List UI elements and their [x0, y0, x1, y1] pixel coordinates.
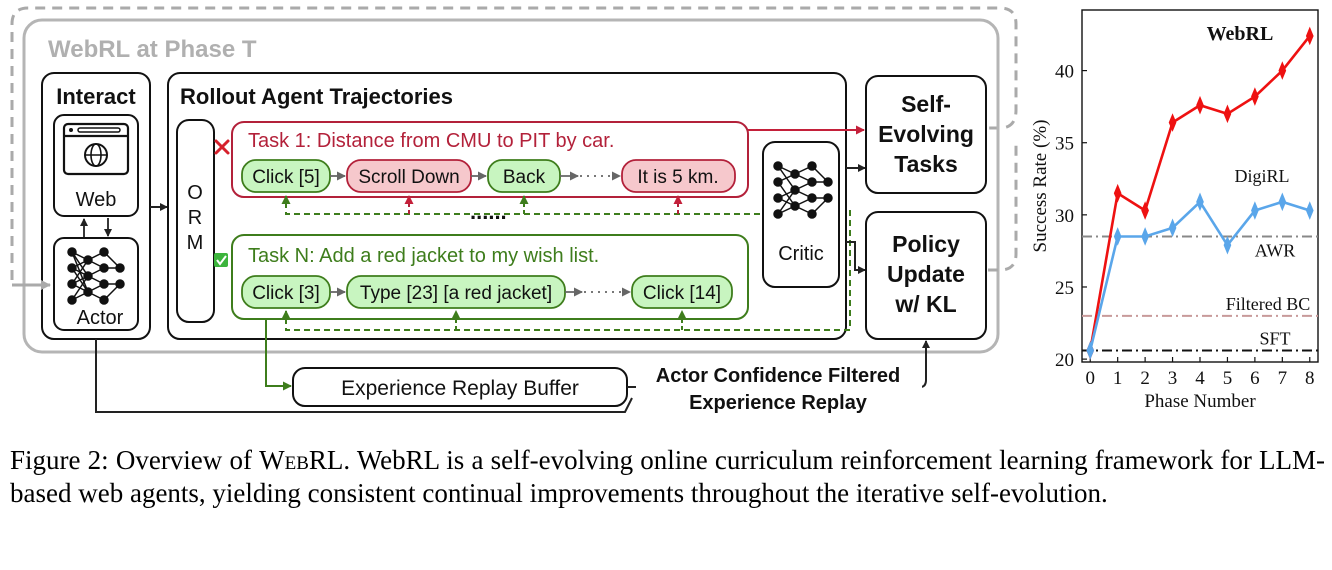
- data-point: [1141, 227, 1149, 246]
- orm-letter-r: R: [188, 207, 202, 229]
- rollout-to-policy-arrow: [846, 241, 866, 274]
- actor-to-replay-line: [95, 339, 633, 413]
- actor-label: Actor: [77, 307, 124, 329]
- policy-update-line-3: w/ KL: [894, 291, 956, 317]
- replay-caption-bg: [636, 363, 922, 413]
- y-axis-label: Success Rate (%): [1030, 120, 1051, 253]
- task1-step-4: [621, 159, 736, 193]
- rollout-title: Rollout Agent Trajectories: [180, 84, 453, 109]
- taskN-step-3: [631, 275, 733, 309]
- self-evolving-line-2: Evolving: [878, 121, 974, 147]
- x-tick-label: 2: [1140, 368, 1150, 389]
- self-evolving-box: [865, 75, 987, 194]
- x-axis-label: Phase Number: [1144, 391, 1256, 412]
- x-tick-label: 0: [1085, 368, 1095, 389]
- data-point: [1086, 341, 1095, 360]
- web-label: Web: [76, 189, 117, 211]
- data-point: [1113, 227, 1122, 246]
- taskN-title: Task N: Add a red jacket to my wish list…: [248, 245, 599, 267]
- data-point: [1278, 61, 1287, 80]
- success-check-icon: [214, 253, 228, 267]
- series-label-webrl: WebRL: [1207, 23, 1274, 45]
- y-tick-label: 25: [1055, 278, 1074, 299]
- taskN-step-2-label: Type [23] [a red jacket]: [360, 283, 552, 304]
- orm-letter-o: O: [187, 182, 203, 204]
- interact-title: Interact: [56, 84, 136, 109]
- data-point: [1141, 201, 1149, 220]
- taskN-to-replay-arrow: [265, 319, 292, 391]
- task1-step-4-label: It is 5 km.: [637, 167, 718, 188]
- reference-line-label: SFT: [1259, 328, 1290, 348]
- critic-network-icon: [773, 161, 833, 219]
- critic-label: Critic: [778, 243, 824, 265]
- browser-icon: [62, 122, 130, 176]
- caption-rest: . WebRL is a self-evolving online curric…: [10, 445, 1325, 508]
- outer-dashed-loop: [10, 6, 1018, 287]
- task1-title: Task 1: Distance from CMU to PIT by car.: [248, 130, 614, 152]
- x-tick-label: 4: [1195, 368, 1205, 389]
- policy-update-line-2: Update: [887, 261, 965, 287]
- data-point: [1196, 192, 1204, 212]
- x-tick-label: 8: [1305, 368, 1315, 389]
- data-point: [1223, 235, 1232, 255]
- data-point: [1251, 201, 1259, 220]
- y-tick-label: 30: [1055, 206, 1074, 227]
- task1-feedback-dashed: [281, 195, 760, 215]
- data-point: [1168, 218, 1177, 238]
- x-tick-label: 5: [1223, 368, 1233, 389]
- x-tick-label: 3: [1168, 368, 1178, 389]
- phase-title: WebRL at Phase T: [48, 36, 257, 63]
- caption-label: Figure 2: Overview of: [10, 445, 252, 475]
- critic-box: [762, 141, 840, 288]
- x-tick-label: 1: [1113, 368, 1123, 389]
- reference-line-label: Filtered BC: [1226, 294, 1311, 314]
- phase-box: [22, 18, 1000, 354]
- y-tick-label: 20: [1055, 350, 1074, 371]
- data-point: [1223, 104, 1232, 124]
- policy-update-line-1: Policy: [892, 231, 960, 257]
- figure-caption: Figure 2: Overview of WebRL. WebRL is a …: [10, 444, 1325, 510]
- neural-network-icon: [67, 247, 125, 305]
- orm-box: [176, 119, 215, 323]
- task1-step-3-label: Back: [503, 167, 546, 188]
- task1-step-1-label: Click [5]: [252, 167, 320, 188]
- fail-cross-icon: [214, 139, 230, 155]
- self-evolving-line-3: Tasks: [894, 151, 958, 177]
- replay-caption-line-2: Experience Replay: [689, 392, 868, 414]
- replay-buffer-label: Experience Replay Buffer: [341, 377, 579, 400]
- caption-name: WebRL: [259, 445, 344, 475]
- data-point: [1305, 26, 1314, 46]
- series-label-digirl: DigiRL: [1234, 166, 1289, 186]
- taskN-step-1-label: Click [3]: [252, 283, 320, 304]
- replay-caption-line-1: Actor Confidence Filtered: [656, 365, 900, 387]
- self-evolving-line-1: Self-: [901, 91, 951, 117]
- x-tick-label: 6: [1250, 368, 1260, 389]
- x-tick-label: 7: [1278, 368, 1288, 389]
- taskN-feedback-dashed: [281, 210, 851, 331]
- data-point: [1196, 95, 1204, 115]
- reference-line-label: AWR: [1255, 240, 1296, 260]
- data-point: [1278, 192, 1287, 212]
- taskN-step-3-label: Click [14]: [643, 283, 721, 304]
- data-point: [1251, 87, 1259, 106]
- orm-letter-m: M: [187, 232, 204, 254]
- policy-update-box: [865, 211, 987, 340]
- tasks-ellipsis: ......: [470, 199, 507, 224]
- data-point: [1168, 113, 1177, 132]
- y-tick-label: 35: [1055, 134, 1074, 155]
- y-tick-label: 40: [1055, 62, 1074, 83]
- data-point: [1305, 201, 1314, 220]
- policy-to-next-phase-dashed: [988, 140, 1018, 272]
- task1-step-2-label: Scroll Down: [358, 167, 459, 188]
- figure: WebRL at Phase T Interact Web Actor: [10, 6, 1319, 414]
- data-point: [1113, 183, 1122, 203]
